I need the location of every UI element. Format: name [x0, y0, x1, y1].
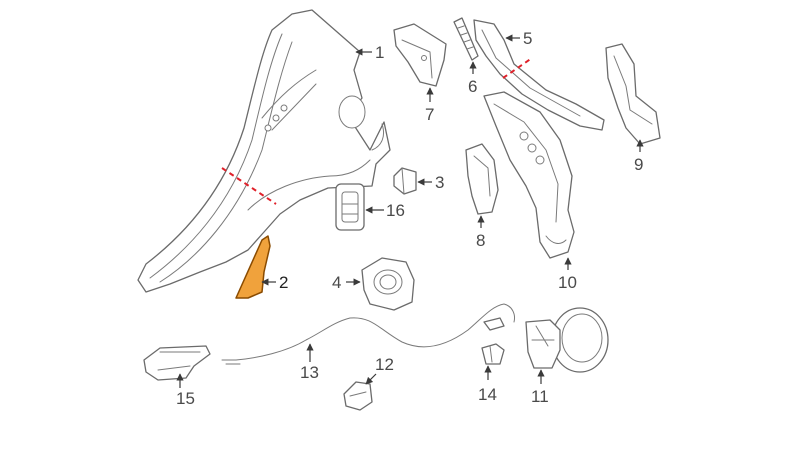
- leader-lines: [176, 34, 644, 388]
- bracket-part-9[interactable]: [605, 43, 661, 145]
- bracket-part-15[interactable]: [143, 345, 211, 381]
- fuel-door-part-11[interactable]: [525, 307, 609, 373]
- extension-part-5[interactable]: [473, 19, 605, 131]
- inner-panel-part-10[interactable]: [483, 91, 575, 259]
- fastener-part-6[interactable]: [453, 17, 479, 61]
- callout-8: 8: [476, 231, 485, 250]
- callout-5: 5: [523, 29, 532, 48]
- callout-16: 16: [386, 201, 405, 220]
- release-cable-part-13[interactable]: [221, 303, 515, 365]
- callout-14: 14: [478, 385, 497, 404]
- callout-3: 3: [435, 173, 444, 192]
- callout-13: 13: [300, 363, 319, 382]
- fuel-filler-housing-part-4[interactable]: [361, 257, 415, 311]
- bracket-part-3[interactable]: [393, 167, 417, 195]
- callout-10: 10: [558, 273, 577, 292]
- callout-1: 1: [375, 43, 384, 62]
- cut-line-2: [502, 57, 533, 79]
- callout-4: 4: [332, 273, 341, 292]
- callout-11: 11: [531, 387, 549, 406]
- callout-9: 9: [634, 155, 643, 174]
- callout-12: 12: [375, 355, 394, 374]
- callout-2: 2: [279, 273, 288, 292]
- cut-line-1: [221, 167, 277, 205]
- bracket-part-7[interactable]: [393, 23, 447, 87]
- quarter-panel-part[interactable]: [137, 9, 391, 293]
- callout-15: 15: [176, 389, 195, 408]
- bracket-part-16[interactable]: [335, 183, 365, 231]
- callout-6: 6: [468, 77, 477, 96]
- bracket-part-12[interactable]: [343, 381, 373, 411]
- panel-part-8[interactable]: [465, 143, 499, 215]
- bracket-part-14[interactable]: [481, 343, 505, 365]
- callout-7: 7: [425, 105, 434, 124]
